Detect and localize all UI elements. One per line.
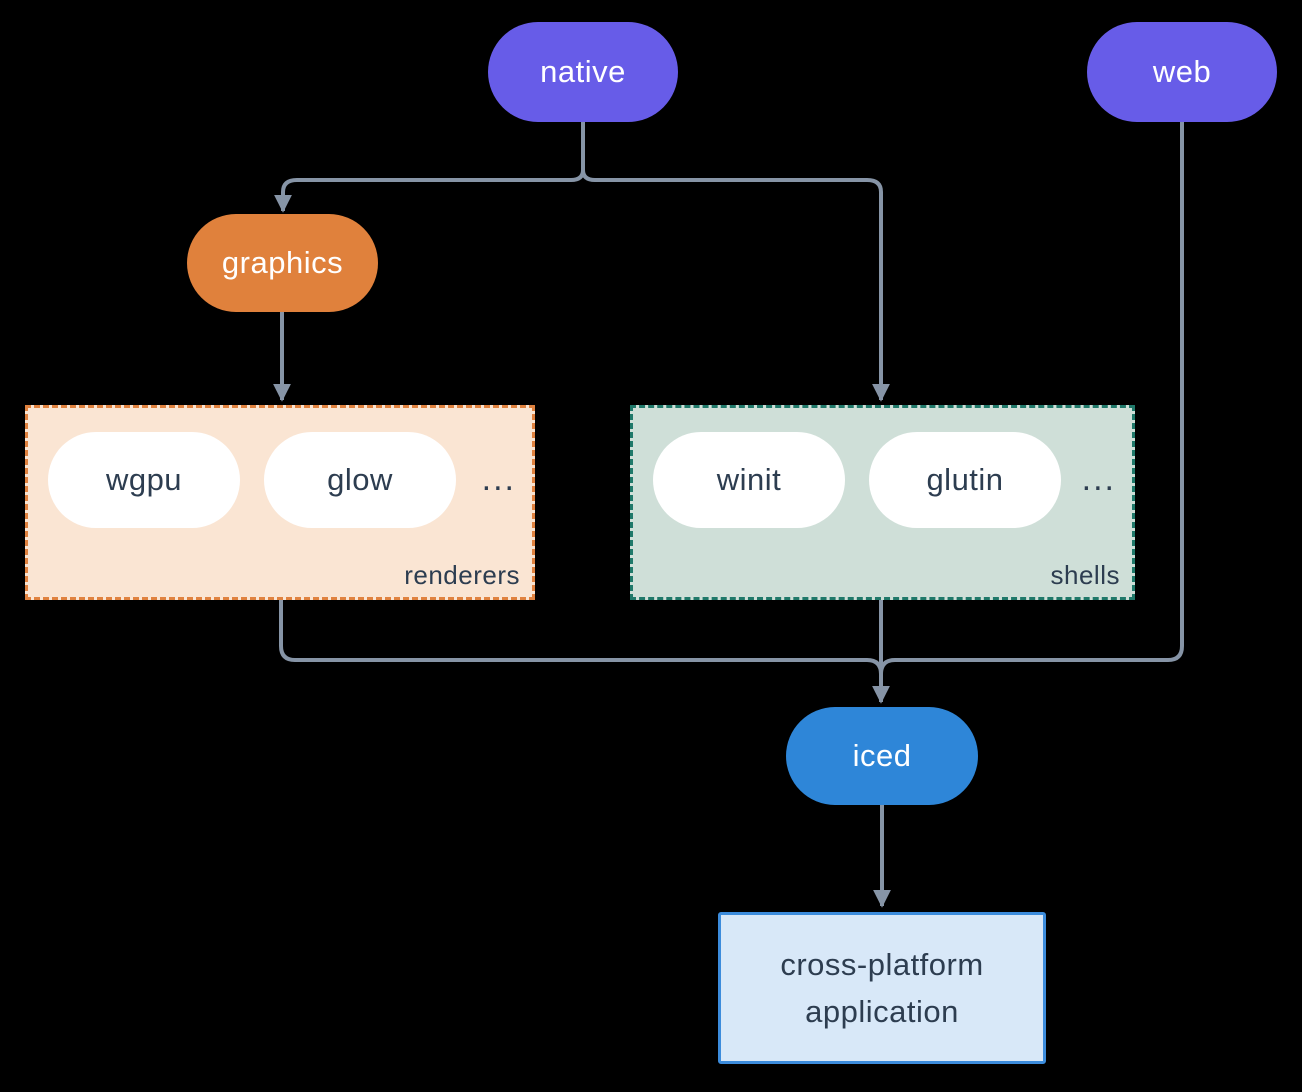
node-glow-label: glow <box>327 462 393 497</box>
node-native-label: native <box>540 54 626 89</box>
node-glutin: glutin <box>869 432 1061 528</box>
node-wgpu-label: wgpu <box>105 462 183 497</box>
application-label-line1: cross-platform <box>780 947 984 982</box>
node-winit-label: winit <box>716 462 782 497</box>
node-graphics-label: graphics <box>221 245 344 280</box>
shells-ellipsis: ... <box>1081 460 1116 498</box>
group-renderers: wgpu glow ... renderers <box>25 405 535 600</box>
connector-renderers-to-junction <box>279 600 883 675</box>
node-iced-label: iced <box>852 738 912 773</box>
node-graphics: graphics <box>187 214 378 312</box>
node-web: web <box>1087 22 1277 122</box>
connector-native-to-graphics <box>274 122 585 213</box>
node-winit: winit <box>653 432 845 528</box>
node-glow: glow <box>264 432 456 528</box>
node-glutin-label: glutin <box>926 462 1004 497</box>
connector-native-to-shells <box>581 169 890 402</box>
group-shells: winit glutin ... shells <box>630 405 1135 600</box>
node-native: native <box>488 22 678 122</box>
node-cross-platform-application: cross-platform application <box>718 912 1046 1064</box>
node-iced: iced <box>786 707 978 805</box>
node-wgpu: wgpu <box>48 432 240 528</box>
node-web-label: web <box>1152 54 1212 89</box>
renderers-group-label: renderers <box>404 560 520 590</box>
shells-group-label: shells <box>1050 560 1120 590</box>
renderers-ellipsis: ... <box>481 460 516 498</box>
application-label-line2: application <box>805 994 959 1029</box>
